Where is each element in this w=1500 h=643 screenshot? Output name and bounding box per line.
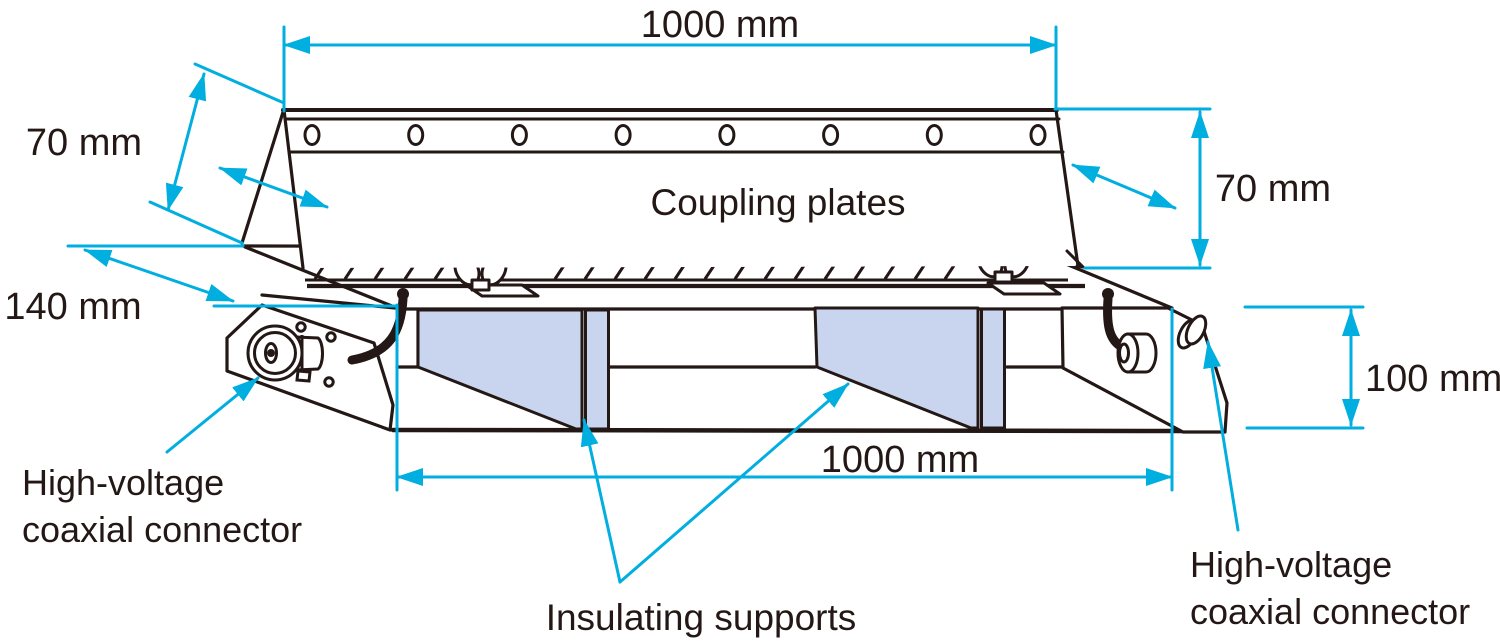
mounting-holes (303, 124, 1047, 146)
label-coupling-plates: Coupling plates (650, 182, 906, 223)
screw-hole (325, 331, 337, 343)
dim-plate-height-right (1053, 107, 1212, 270)
cable-dot-left (397, 288, 409, 300)
dim-bottom-width (395, 303, 1174, 492)
support-frame (390, 308, 1186, 434)
cable-left (347, 294, 408, 365)
screw-hole (295, 321, 307, 333)
label-base-depth: 140 mm (4, 286, 142, 328)
label-plate-height-left: 70 mm (25, 122, 143, 164)
label-top-width: 1000 mm (640, 4, 800, 46)
insulating-support-right (813, 306, 1006, 430)
leader-connector-right (1203, 340, 1240, 532)
dim-top-width (282, 25, 1058, 113)
dim-base-depth (66, 244, 399, 308)
strip-hatch-ticks (313, 263, 957, 280)
coaxial-connector-left (246, 321, 337, 388)
leader-insulating-supports (580, 382, 850, 584)
label-bottom-width: 1000 mm (820, 439, 980, 481)
label-connector-right: High-voltage coaxial connector (1190, 544, 1471, 632)
coupling-plate (240, 107, 1088, 270)
dim-plate-height-left (148, 62, 329, 245)
label-plate-height-right: 70 mm (1214, 168, 1332, 210)
leader-connector-left (165, 376, 260, 454)
coaxial-connector-right (1116, 314, 1208, 374)
insulating-support-left (416, 308, 610, 431)
screw-hole (323, 376, 335, 388)
label-frame-height: 100 mm (1365, 358, 1500, 400)
dim-frame-height (1243, 305, 1365, 430)
dimension-lines (66, 25, 1365, 584)
label-connector-left: High-voltage coaxial connector (22, 462, 303, 550)
label-insulating-supports: Insulating supports (545, 597, 857, 638)
cable-dot-right (1102, 288, 1114, 300)
